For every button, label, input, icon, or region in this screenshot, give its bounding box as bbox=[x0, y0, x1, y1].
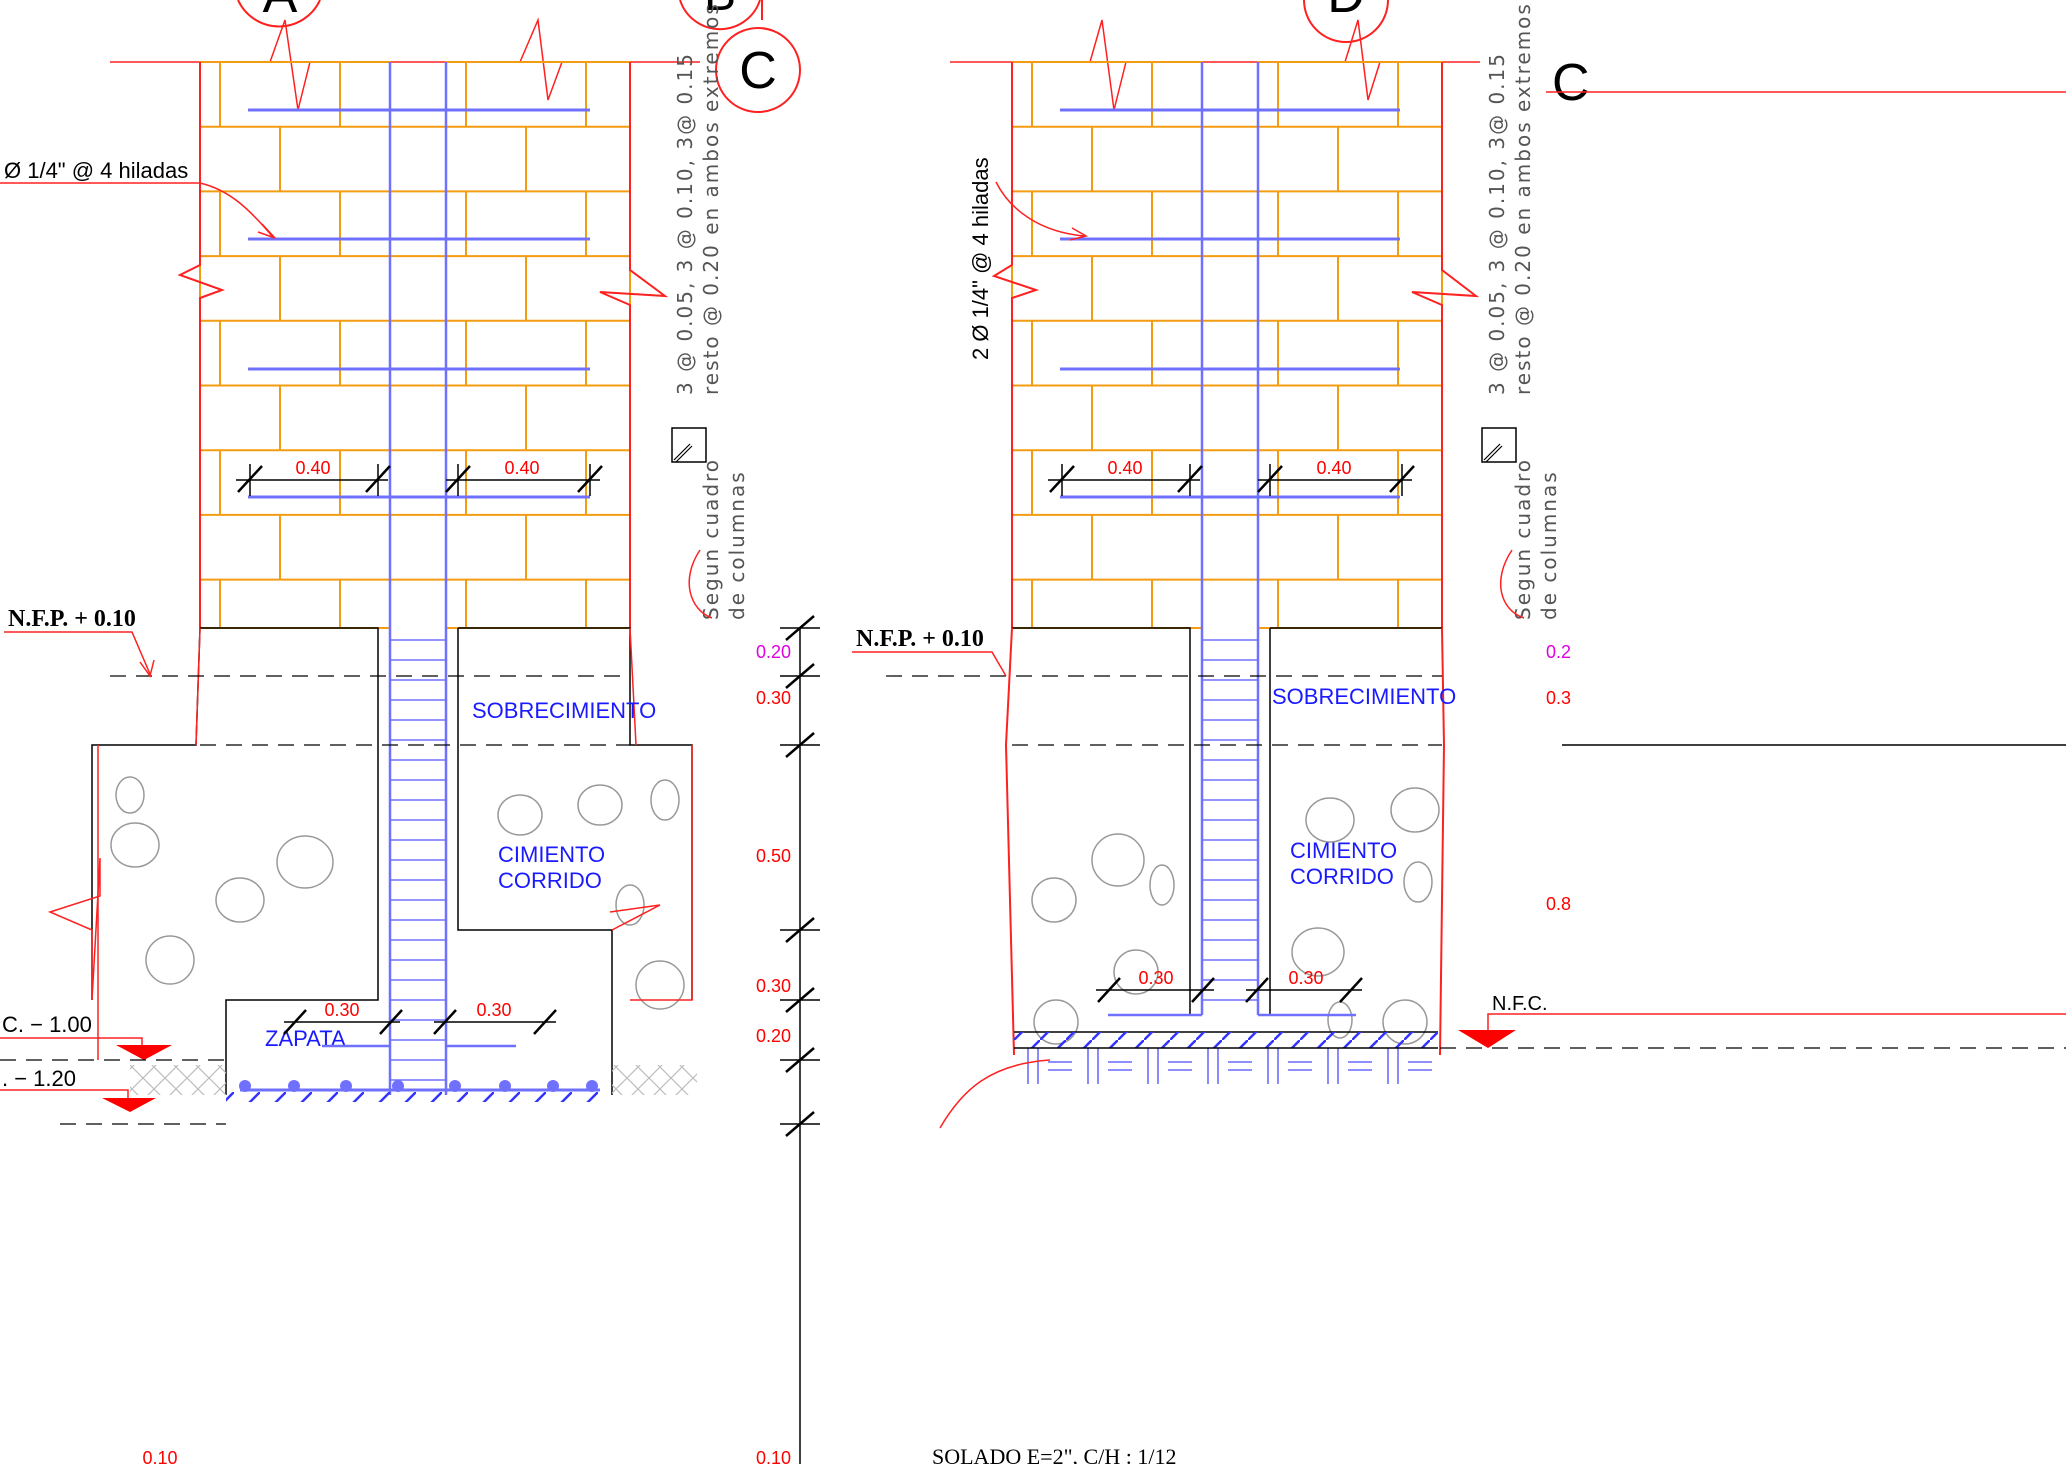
column-ref-line-2-right: de columnas bbox=[1537, 470, 1561, 620]
dim-label: 0.30 bbox=[1138, 968, 1173, 988]
wall-outline-left bbox=[177, 62, 669, 628]
axis-bubble-d: D bbox=[1303, 0, 1389, 43]
column-ref-line-2: de columnas bbox=[725, 470, 749, 620]
dim-label: 0.40 bbox=[295, 458, 330, 478]
vdim-label: 0.20 bbox=[756, 642, 791, 662]
dim-label: 0.30 bbox=[324, 1000, 359, 1020]
axis-bubble-a: A bbox=[237, 0, 321, 28]
wall-reinforcement-right bbox=[1060, 108, 1400, 499]
dimension-040-left-a: 0.40 bbox=[236, 458, 391, 496]
axis-bubble-b: B bbox=[679, 0, 763, 31]
nfp-label-left: N.F.P. + 0.10 bbox=[8, 606, 136, 632]
dimension-040-right-a: 0.40 bbox=[1048, 458, 1203, 496]
nfc-label: N.F.C. bbox=[1492, 993, 1548, 1015]
brick-wall-left bbox=[199, 61, 631, 629]
level-marker-120: . − 1.20 bbox=[0, 1066, 226, 1125]
stirrup-note-left: 3 @ 0.05, 3 @ 0.10, 3@ 0.15 resto @ 0.20… bbox=[673, 2, 723, 395]
column-ref-box-left bbox=[671, 427, 707, 463]
dim-label: 0.40 bbox=[1107, 458, 1142, 478]
stirrup-line-1-right: 3 @ 0.05, 3 @ 0.10, 3@ 0.15 bbox=[1485, 52, 1509, 395]
column-ref-note-left: Segun cuadro de columnas bbox=[699, 458, 749, 620]
wall-reinforcement-left bbox=[248, 108, 590, 499]
vertical-dim-chain-right: 0.2 0.3 0.8 bbox=[1546, 642, 2066, 914]
cimiento-label-left-1: CIMIENTO bbox=[498, 842, 605, 867]
cimiento-label-right-2: CORRIDO bbox=[1290, 864, 1394, 889]
axis-b-label: B bbox=[704, 0, 736, 21]
column-ref-line-1-right: Segun cuadro bbox=[1511, 458, 1535, 620]
cimiento-boulders-left bbox=[110, 776, 685, 1010]
dimension-030-right-b: 0.30 bbox=[1245, 968, 1363, 1003]
vdim-label: 0.30 bbox=[756, 688, 791, 708]
wall-outline-right bbox=[991, 62, 1480, 628]
vdim-right-1: 0.2 bbox=[1546, 642, 1571, 662]
dimension-040-right-b: 0.40 bbox=[1257, 458, 1415, 496]
top-break-line bbox=[110, 17, 700, 111]
left-section: A B C bbox=[0, 0, 820, 1464]
level-120-label: . − 1.20 bbox=[2, 1066, 76, 1091]
sobrecimiento-label-left: SOBRECIMIENTO bbox=[472, 698, 656, 723]
axis-d-label: D bbox=[1327, 0, 1365, 24]
vdim-label: 0.30 bbox=[756, 976, 791, 996]
stirrup-line-1: 3 @ 0.05, 3 @ 0.10, 3@ 0.15 bbox=[673, 52, 697, 395]
axis-a-label: A bbox=[263, 0, 298, 24]
vdim-label: 0.10 bbox=[756, 1448, 791, 1464]
soil-left bbox=[612, 1065, 697, 1095]
rebar-note-right-text: 2 Ø 1/4" @ 4 hiladas bbox=[968, 157, 993, 360]
sobrecimiento-label-right: SOBRECIMIENTO bbox=[1272, 684, 1456, 709]
solado-layer bbox=[1014, 1031, 1438, 1084]
vdim-right-2: 0.3 bbox=[1546, 688, 1571, 708]
dimension-030-left-a: 0.30 bbox=[283, 1000, 403, 1035]
brick-wall-right bbox=[1011, 61, 1443, 629]
axis-c-label: C bbox=[739, 42, 777, 100]
dim-label: 0.30 bbox=[476, 1000, 511, 1020]
vdim-label: 0.20 bbox=[756, 1026, 791, 1046]
top-break-line-right bbox=[950, 19, 1480, 111]
dimension-040-left-b: 0.40 bbox=[445, 458, 603, 496]
dimension-030-left-b: 0.30 bbox=[433, 1000, 557, 1035]
nfp-label-right: N.F.P. + 0.10 bbox=[856, 626, 984, 652]
dim-label: 0.40 bbox=[504, 458, 539, 478]
right-section: D C 2 Ø 1/4" @ 4 hiladas bbox=[852, 0, 2066, 1464]
stirrup-note-right: 3 @ 0.05, 3 @ 0.10, 3@ 0.15 resto @ 0.20… bbox=[1485, 2, 1535, 395]
axis-c-partial: C bbox=[1552, 54, 1590, 112]
dim-label: 0.30 bbox=[1288, 968, 1323, 988]
level-100-label: C. − 1.00 bbox=[2, 1012, 92, 1037]
solado-note: SOLADO E=2", C/H : 1/12 bbox=[932, 1444, 1176, 1464]
column-core-left bbox=[388, 62, 448, 1095]
dimension-030-right-a: 0.30 bbox=[1096, 968, 1215, 1003]
cimiento-label-right-1: CIMIENTO bbox=[1290, 838, 1397, 863]
cimiento-boulders-right bbox=[1031, 787, 1440, 1045]
column-ref-box-right bbox=[1481, 427, 1517, 463]
foundation-body-right bbox=[1004, 627, 1446, 1056]
dim-label: 0.40 bbox=[1316, 458, 1351, 478]
column-ref-note-right: Segun cuadro de columnas bbox=[1511, 458, 1561, 620]
rebar-note-right: 2 Ø 1/4" @ 4 hiladas bbox=[968, 157, 993, 360]
stirrup-line-2-right: resto @ 0.20 en ambos extremos bbox=[1511, 2, 1535, 395]
axis-bubble-c: C bbox=[715, 27, 801, 113]
column-core-right bbox=[1200, 62, 1260, 1015]
vdim-label: 0.50 bbox=[756, 846, 791, 866]
soil-left-b bbox=[130, 1065, 226, 1095]
dim-010-edge: 0.10 bbox=[142, 1448, 177, 1464]
column-ref-line-1: Segun cuadro bbox=[699, 458, 723, 620]
vertical-dim-chain-left: 0.20 0.30 0.50 0.30 0.20 0.10 bbox=[756, 615, 820, 1464]
rebar-note-left: Ø 1/4" @ 4 hiladas bbox=[4, 158, 188, 183]
cimiento-label-left-2: CORRIDO bbox=[498, 868, 602, 893]
vdim-right-3: 0.8 bbox=[1546, 894, 1571, 914]
footing-rebar bbox=[226, 1080, 612, 1102]
level-marker-100: C. − 1.00 bbox=[0, 1012, 226, 1061]
stirrup-line-2: resto @ 0.20 en ambos extremos bbox=[699, 2, 723, 395]
